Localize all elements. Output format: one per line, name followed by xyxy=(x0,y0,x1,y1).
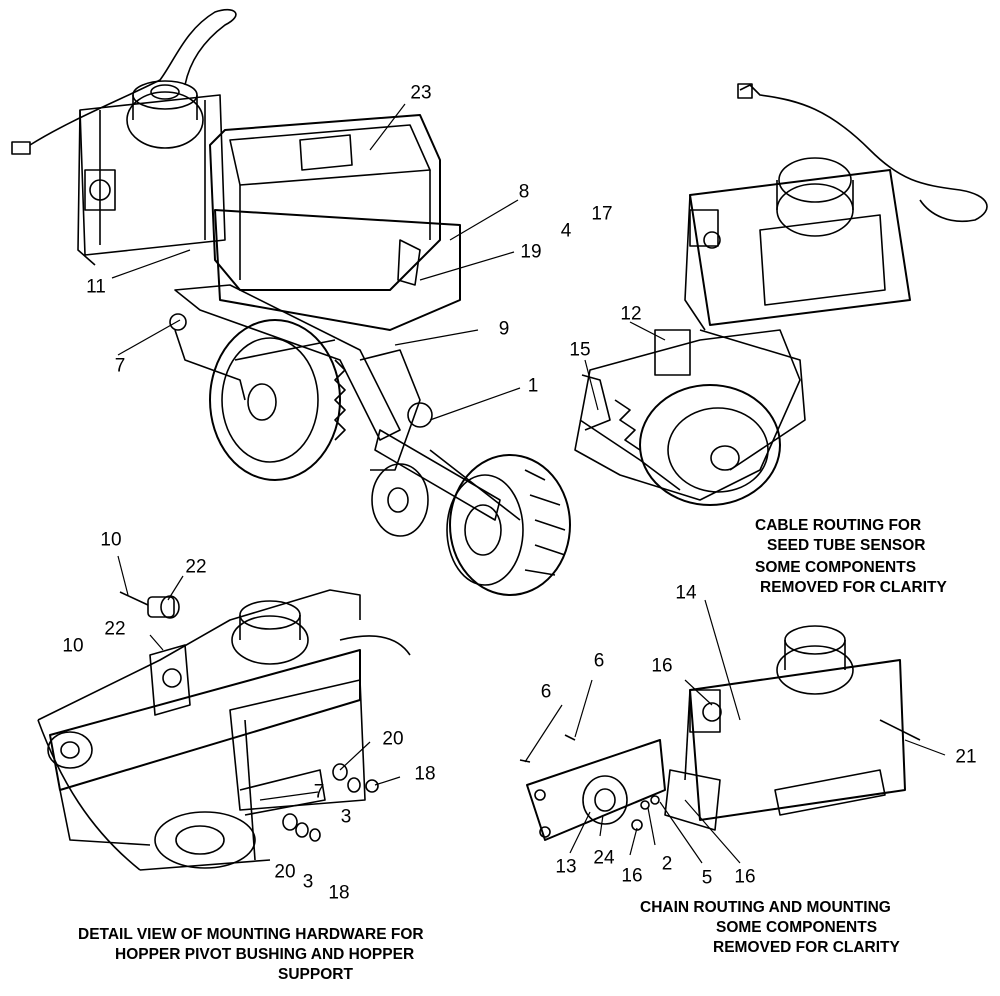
callout-1: 1 xyxy=(527,375,539,397)
caption-line: SOME COMPONENTS xyxy=(716,919,878,936)
callout-4: 4 xyxy=(560,220,572,242)
callout-8: 8 xyxy=(518,181,530,203)
callout-5: 5 xyxy=(701,867,713,889)
callout-6: 6 xyxy=(593,650,605,672)
leader-lines xyxy=(111,103,946,864)
callout-17: 17 xyxy=(591,203,613,225)
mounting-hardware-detail-view xyxy=(37,589,411,871)
callout-24: 24 xyxy=(593,847,615,869)
callout-20: 20 xyxy=(382,728,404,750)
main-assembly-view xyxy=(11,8,571,596)
callout-7: 7 xyxy=(114,355,126,377)
callout-6: 6 xyxy=(540,681,552,703)
callout-21: 21 xyxy=(955,746,977,768)
caption-line: CABLE ROUTING FOR xyxy=(755,517,922,534)
callout-18: 18 xyxy=(328,882,350,904)
caption-detail-view: DETAIL VIEW OF MOUNTING HARDWARE FOR HOP… xyxy=(78,925,478,985)
callout-15: 15 xyxy=(569,339,591,361)
caption-line: REMOVED FOR CLARITY xyxy=(760,579,947,596)
caption-line: DETAIL VIEW OF MOUNTING HARDWARE FOR xyxy=(78,926,424,943)
caption-chain-routing: CHAIN ROUTING AND MOUNTING SOME COMPONEN… xyxy=(640,898,980,958)
callout-10: 10 xyxy=(62,635,84,657)
callout-22: 22 xyxy=(104,618,126,640)
callout-11: 11 xyxy=(86,276,106,298)
caption-line: REMOVED FOR CLARITY xyxy=(713,939,900,956)
callout-12: 12 xyxy=(620,303,642,325)
caption-cable-routing: CABLE ROUTING FOR SEED TUBE SENSOR SOME … xyxy=(725,516,995,598)
caption-line: SOME COMPONENTS xyxy=(755,559,917,576)
callout-10: 10 xyxy=(100,529,122,551)
callout-16: 16 xyxy=(621,865,643,887)
caption-line: CHAIN ROUTING AND MOUNTING xyxy=(640,899,891,916)
callout-3: 3 xyxy=(302,871,314,893)
callout-7: 7 xyxy=(313,781,325,803)
caption-line: SEED TUBE SENSOR xyxy=(767,537,926,554)
callout-19: 19 xyxy=(520,241,542,263)
caption-line: HOPPER PIVOT BUSHING AND HOPPER xyxy=(115,946,415,963)
callout-14: 14 xyxy=(675,582,697,604)
callout-23: 23 xyxy=(410,82,432,104)
callout-3: 3 xyxy=(340,806,352,828)
callout-20: 20 xyxy=(274,861,296,883)
callout-16: 16 xyxy=(651,655,673,677)
callout-13: 13 xyxy=(555,856,577,878)
callout-9: 9 xyxy=(498,318,510,340)
callout-18: 18 xyxy=(414,763,436,785)
callout-2: 2 xyxy=(661,853,673,875)
cable-routing-view xyxy=(574,83,988,506)
callout-16: 16 xyxy=(734,866,756,888)
caption-line: SUPPORT xyxy=(278,966,353,983)
chain-routing-view xyxy=(519,625,921,841)
callout-22: 22 xyxy=(185,556,207,578)
